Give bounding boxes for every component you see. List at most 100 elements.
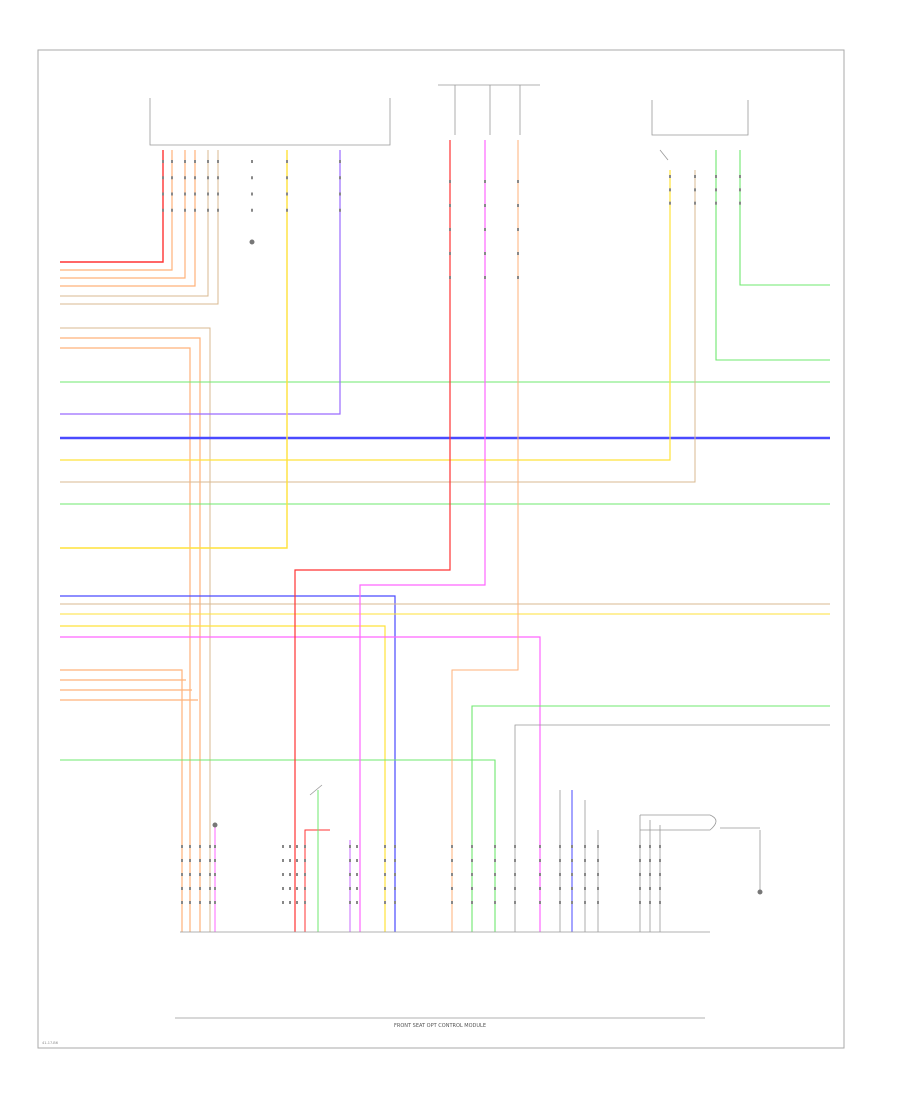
connector-pin [296, 901, 298, 904]
fuse-block [438, 84, 540, 135]
connector-pin [184, 208, 186, 212]
wire-orange [60, 337, 201, 932]
pin-group [162, 160, 741, 904]
connector-pin [597, 859, 599, 862]
connector-pin [289, 873, 291, 876]
connector-pin [251, 192, 253, 196]
diagram-border [37, 49, 845, 1049]
connector-pin [394, 845, 396, 848]
connector-pin [339, 160, 341, 163]
connector-pin [189, 859, 191, 862]
connector-pin [356, 859, 358, 862]
connector-pin [171, 176, 173, 180]
connector-pin [539, 845, 541, 848]
connector-pin [649, 887, 651, 890]
connector-pin [296, 873, 298, 876]
connector-pin [471, 845, 473, 848]
connector-pin [517, 276, 519, 279]
connector-pin [304, 859, 306, 862]
connector-pin [356, 845, 358, 848]
connector-pin [394, 901, 396, 904]
wire-orange [60, 347, 191, 932]
connector-pin [451, 873, 453, 876]
connector-pin [207, 176, 209, 180]
connector-pin [484, 180, 486, 183]
connector-pin [471, 887, 473, 890]
connector-pin [289, 887, 291, 890]
connector-pin [181, 887, 183, 890]
connector-pin [514, 901, 516, 904]
connector-pin [214, 887, 216, 890]
connector-pin [286, 208, 288, 212]
connector-pin [597, 845, 599, 848]
connector-pin [449, 204, 451, 207]
connector-pin [217, 176, 219, 180]
connector-pin [189, 873, 191, 876]
connector-pin [171, 208, 173, 212]
connector-pin [669, 175, 671, 178]
connector-pin [514, 887, 516, 890]
connector-pin [289, 859, 291, 862]
connector-pin [571, 873, 573, 876]
connector-pin [214, 845, 216, 848]
connector-pin [571, 845, 573, 848]
connector-pin [207, 192, 209, 196]
connector-pin [209, 873, 211, 876]
connector-pin [296, 859, 298, 862]
connector-pin [181, 859, 183, 862]
connector-pin [571, 859, 573, 862]
connector-pin [214, 901, 216, 904]
connector-pin [484, 228, 486, 231]
wire-orange [451, 140, 519, 932]
connector-pin [394, 859, 396, 862]
connector-pin [597, 887, 599, 890]
connector-pin [209, 859, 211, 862]
connector-pin [659, 887, 661, 890]
connector-pin [339, 176, 341, 180]
wire-orange [60, 150, 173, 271]
connector-pin [449, 228, 451, 231]
connector-pin [559, 845, 561, 848]
connector-pin [517, 252, 519, 255]
connector-pin [694, 201, 696, 205]
connector-pin [451, 901, 453, 904]
connector-pin [207, 160, 209, 163]
wire-green [715, 150, 830, 361]
connector-pin [639, 845, 641, 848]
connector-pin [199, 901, 201, 904]
wire-gray [514, 724, 830, 932]
connector-pin [739, 175, 741, 178]
connector-pin [649, 859, 651, 862]
wire-orange [60, 669, 183, 932]
connector-pin [251, 208, 253, 212]
connector-pin [639, 859, 641, 862]
connector-pin [584, 873, 586, 876]
wire-red [60, 150, 164, 263]
wire-tan [60, 170, 696, 483]
connector-pin [449, 276, 451, 279]
connector-pin [649, 901, 651, 904]
connector-pin [715, 188, 717, 192]
connector-pin [571, 901, 573, 904]
connector-pin [394, 887, 396, 890]
connector-pin [514, 859, 516, 862]
connector-pin [451, 887, 453, 890]
wire-group [60, 140, 830, 932]
connector-pin [209, 887, 211, 890]
connector-pin [471, 873, 473, 876]
wire-tan [60, 150, 219, 305]
wire-pink [359, 140, 486, 932]
connector-pin [669, 201, 671, 205]
connector-pin [449, 252, 451, 255]
connector-pin [194, 192, 196, 196]
connector-pin [539, 859, 541, 862]
connector-pin [209, 901, 211, 904]
wire-orange [60, 150, 186, 279]
connector-pin [304, 873, 306, 876]
connector-pin [659, 901, 661, 904]
wire-green [471, 705, 830, 932]
connector-pin [659, 859, 661, 862]
connector-pin [171, 160, 173, 163]
connector-pin [214, 859, 216, 862]
connector-pin [356, 901, 358, 904]
